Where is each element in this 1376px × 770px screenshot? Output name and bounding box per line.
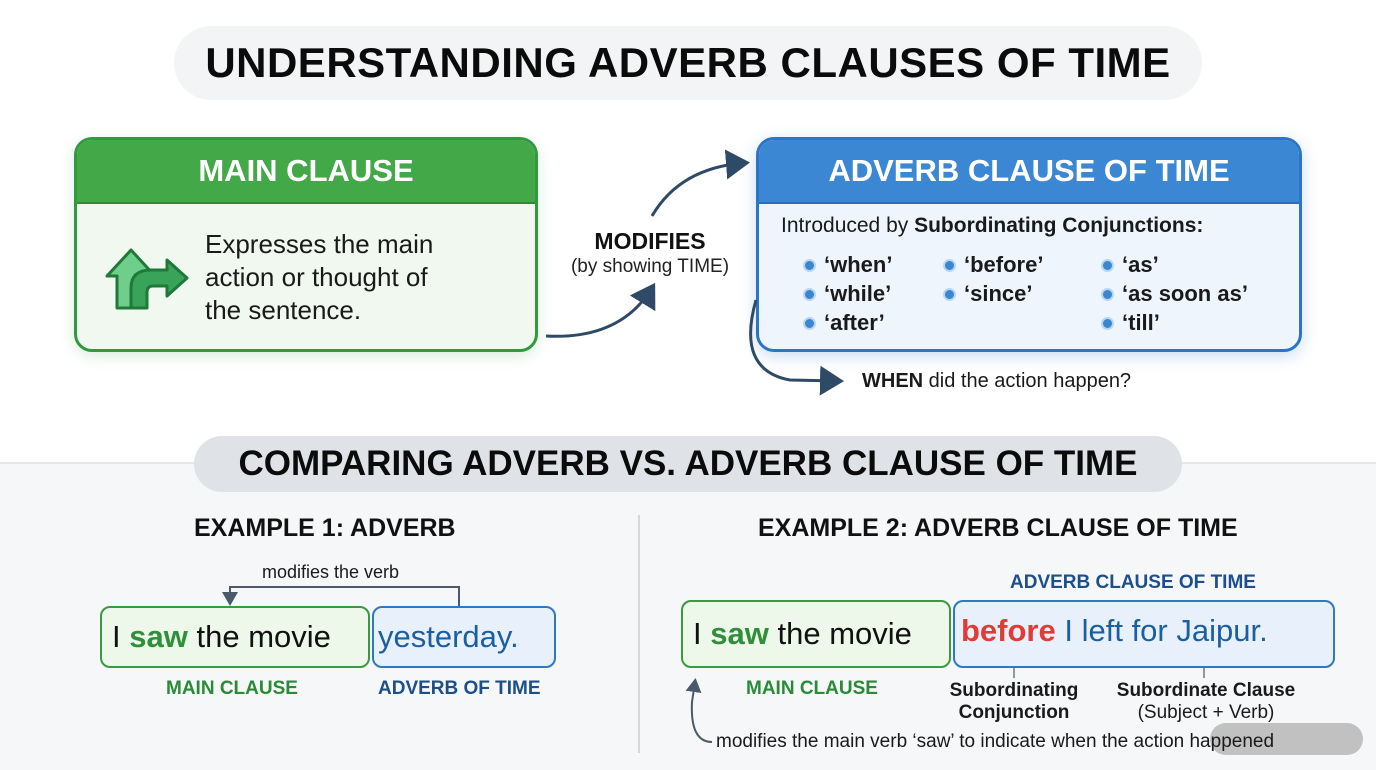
column-divider — [638, 515, 640, 753]
bullet-icon — [1101, 258, 1114, 272]
caption-line: (Subject + Verb) — [1137, 702, 1275, 723]
modifies-verb-label: modifies the verb — [262, 562, 400, 582]
bullet-icon — [943, 258, 956, 272]
section-title: COMPARING ADVERB VS. ADVERB CLAUSE OF TI… — [238, 444, 1138, 483]
word-conjunction: before — [961, 613, 1056, 648]
adverb-clause-header: ADVERB CLAUSE OF TIME — [759, 140, 1299, 204]
conjunction-text: ‘till’ — [1122, 310, 1160, 335]
word-adverb: yesterday. — [378, 619, 519, 654]
example2-bottom-note: modifies the main verb ‘saw’ to indicate… — [716, 731, 1275, 752]
conjunction-text: ‘as’ — [1122, 252, 1159, 277]
conjunction-item: ‘while’ — [803, 281, 891, 307]
page-title: UNDERSTANDING ADVERB CLAUSES OF TIME — [205, 39, 1171, 86]
example2-main-caption: MAIN CLAUSE — [746, 678, 878, 699]
example1-main-clause-box: I saw the movie — [100, 606, 370, 668]
main-clause-description: Expresses the main action or thought of … — [205, 228, 433, 327]
conjunction-text: ‘after’ — [824, 310, 885, 335]
when-arrow — [749, 299, 844, 396]
caption-line: Subordinate Clause — [1116, 680, 1296, 701]
subordinate-clause-caption: Subordinate Clause (Subject + Verb) — [1096, 680, 1316, 724]
conjunction-item: ‘till’ — [1101, 310, 1160, 336]
word-object: the movie — [196, 619, 331, 654]
example2-clause-label: ADVERB CLAUSE OF TIME — [1010, 572, 1256, 593]
example1-adverb-box: yesterday. — [372, 606, 556, 668]
conjunction-text: ‘while’ — [824, 281, 892, 306]
caption-line: Conjunction — [958, 702, 1070, 723]
conjunction-item: ‘as’ — [1101, 252, 1159, 278]
modifies-arrow-lower — [545, 282, 656, 338]
word-object: the movie — [777, 616, 912, 651]
question-bold: WHEN — [862, 370, 924, 392]
adverb-clause-card: ADVERB CLAUSE OF TIME Introduced by Subo… — [756, 137, 1302, 352]
example1-main-caption: MAIN CLAUSE — [166, 678, 298, 699]
conjunction-item: ‘when’ — [803, 252, 892, 278]
when-question: WHEN did the action happen? — [862, 370, 1131, 393]
word-subject: I — [693, 616, 702, 651]
example2-main-clause-box: I saw the movie — [681, 600, 951, 668]
description-line: action or thought of — [205, 262, 428, 292]
adverb-clause-header-text: ADVERB CLAUSE OF TIME — [828, 153, 1230, 188]
word-verb: saw — [129, 619, 188, 654]
conjunction-text: ‘before’ — [964, 252, 1044, 277]
bullet-icon — [803, 316, 816, 330]
main-clause-header-text: MAIN CLAUSE — [198, 153, 414, 188]
bullet-icon — [803, 287, 816, 301]
modifies-arrow-upper — [650, 149, 750, 217]
bullet-icon — [943, 287, 956, 301]
example2-adverb-clause-box: before I left for Jaipur. — [953, 600, 1335, 668]
example1-adverb-caption: ADVERB OF TIME — [378, 678, 541, 699]
example1-title: EXAMPLE 1: ADVERB — [194, 514, 456, 542]
example2-title: EXAMPLE 2: ADVERB CLAUSE OF TIME — [758, 514, 1238, 542]
conjunction-item: ‘after’ — [803, 310, 885, 336]
turn-right-arrow-icon — [105, 248, 189, 310]
caption-line: Subordinating — [949, 680, 1079, 701]
saw-arrow — [685, 678, 713, 743]
main-clause-header: MAIN CLAUSE — [77, 140, 535, 204]
conjunction-intro: Introduced by Subordinating Conjunctions… — [781, 214, 1203, 238]
conjunction-item: ‘before’ — [943, 252, 1043, 278]
main-clause-card: MAIN CLAUSE Expresses the main action or… — [74, 137, 538, 352]
conjunction-caption: Subordinating Conjunction — [938, 680, 1090, 724]
section-title-banner: COMPARING ADVERB VS. ADVERB CLAUSE OF TI… — [194, 436, 1182, 492]
bullet-icon — [803, 258, 816, 272]
watermark-badge — [1210, 723, 1363, 755]
conjunction-item: ‘since’ — [943, 281, 1032, 307]
title-banner: UNDERSTANDING ADVERB CLAUSES OF TIME — [174, 26, 1202, 100]
conjunction-text: ‘when’ — [824, 252, 893, 277]
bullet-icon — [1101, 316, 1114, 330]
conjunction-text: ‘since’ — [964, 281, 1033, 306]
modifies-sublabel: (by showing TIME) — [570, 256, 730, 277]
conjunction-text: ‘as soon as’ — [1122, 281, 1248, 306]
bullet-icon — [1101, 287, 1114, 301]
word-verb: saw — [710, 616, 769, 651]
intro-bold: Subordinating Conjunctions: — [914, 214, 1204, 237]
subordinate-clause-text: I left for Jaipur. — [1064, 613, 1268, 648]
conjunction-item: ‘as soon as’ — [1101, 281, 1248, 307]
modifies-verb-bracket — [222, 586, 460, 606]
description-line: the sentence. — [205, 295, 362, 325]
question-rest: did the action happen? — [923, 370, 1132, 392]
intro-prefix: Introduced by — [781, 214, 915, 237]
modifies-label: MODIFIES — [594, 228, 706, 254]
description-line: Expresses the main — [205, 229, 434, 259]
word-subject: I — [112, 619, 121, 654]
